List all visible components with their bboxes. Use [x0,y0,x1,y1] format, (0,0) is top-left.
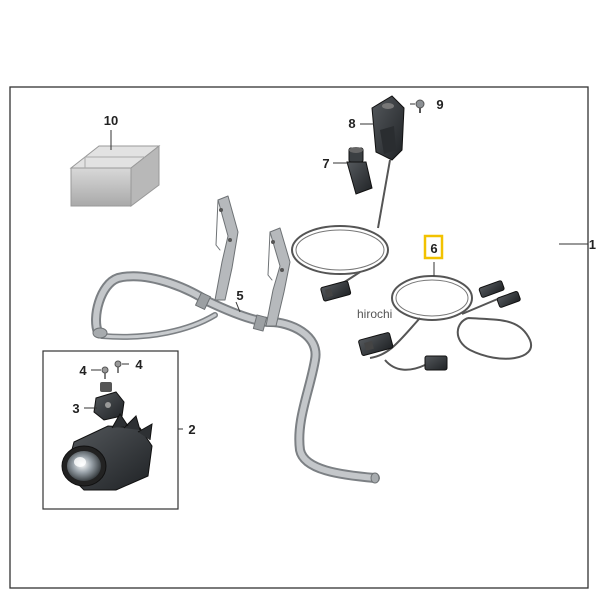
switch-cable-loop [291,159,391,302]
part-10-box [69,144,161,207]
detail-frame-item-2 [42,350,179,510]
callout-9: 9 [436,97,443,112]
callout-4-right: 4 [135,357,143,372]
part-6-wiring-harness [358,275,533,371]
part-9-screw [415,99,425,113]
callout-7: 7 [322,156,329,171]
part-8-switch [371,95,405,161]
main-frame [9,86,589,589]
part-2-fog-light [61,413,153,491]
watermark-text: hirochi [357,307,392,321]
callout-2: 2 [188,422,195,437]
callout-1: 1 [589,237,596,252]
part-7-connector [346,147,373,195]
leader-lines [84,103,588,430]
part-4-screw-right [114,360,122,373]
callout-6: 6 [430,241,437,256]
callout-4-left: 4 [79,363,87,378]
part-5-crash-bar [91,195,380,484]
callout-8: 8 [348,116,355,131]
part-4-screw-left [101,366,109,379]
callout-3: 3 [72,401,79,416]
callout-10: 10 [104,113,118,128]
callout-6-highlight [423,234,444,260]
callout-5: 5 [236,288,243,303]
part-3-bracket [93,382,125,421]
